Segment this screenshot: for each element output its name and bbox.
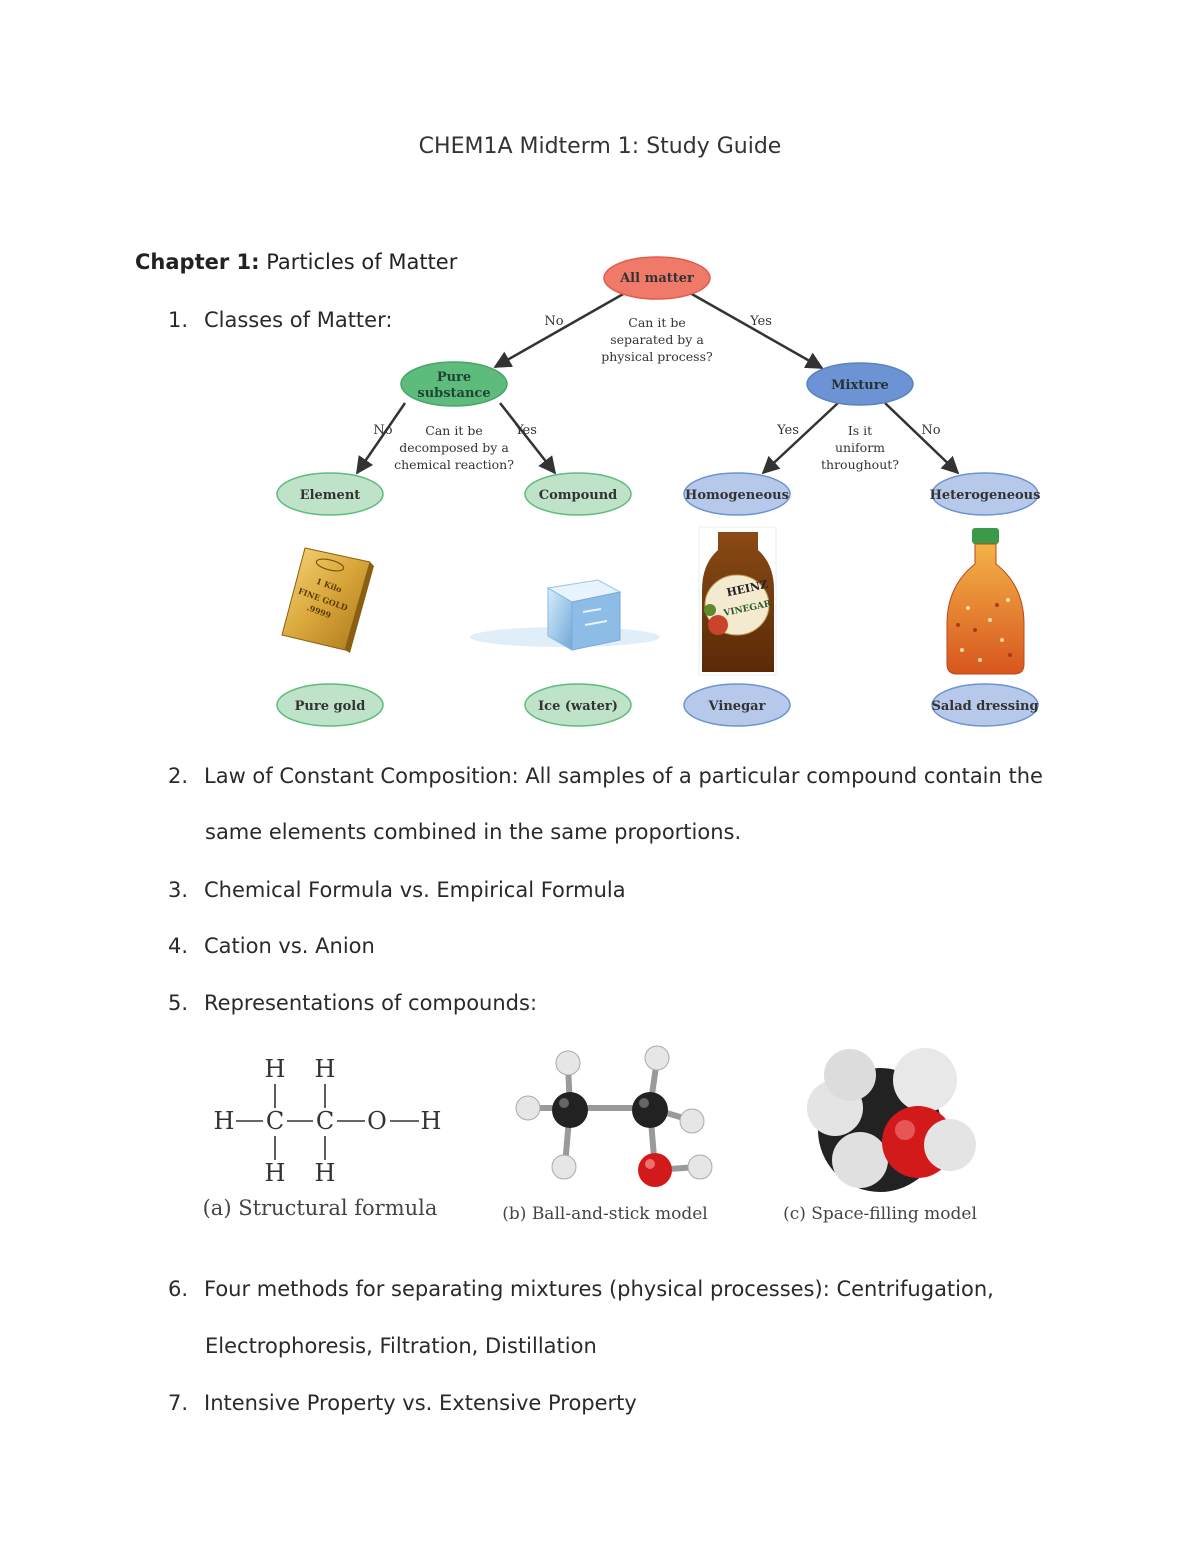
svg-text:Mixture: Mixture [831, 378, 889, 393]
svg-text:C: C [316, 1107, 334, 1135]
node-salad-dressing: Salad dressing [931, 683, 1039, 727]
svg-text:Vinegar: Vinegar [708, 699, 766, 714]
item-number: 1. [168, 308, 189, 332]
list-item: 6. Four methods for separating mixtures (… [168, 1277, 994, 1301]
node-pure-gold: Pure gold [276, 683, 384, 727]
arrow-no-pure [493, 291, 626, 369]
svg-text:Homogeneous: Homogeneous [685, 488, 789, 503]
list-item: 1. Classes of Matter: [168, 308, 392, 332]
arrow-no-heterogeneous [884, 402, 960, 475]
ice-cube-image [470, 579, 660, 651]
node-element: Element [276, 472, 384, 516]
svg-text:Can it be: Can it be [425, 423, 482, 438]
page-title: CHEM1A Midterm 1: Study Guide [418, 134, 782, 159]
question-separation: Can it be separated by a physical proces… [601, 315, 713, 364]
item-continuation: same elements combined in the same propo… [205, 820, 742, 844]
vinegar-bottle-image: HEINZ VINEGAR [698, 526, 777, 676]
node-vinegar: Vinegar [683, 683, 791, 727]
svg-text:substance: substance [417, 386, 490, 401]
svg-text:All matter: All matter [619, 271, 694, 286]
svg-text:Element: Element [300, 488, 361, 503]
arrow-yes-compound [499, 402, 557, 475]
svg-text:uniform: uniform [835, 440, 885, 455]
structural-formula: H H H C C O H H H [214, 1055, 442, 1187]
svg-text:Compound: Compound [539, 488, 618, 503]
item-number: 7. [168, 1391, 189, 1415]
node-compound: Compound [524, 472, 632, 516]
item-number: 6. [168, 1277, 189, 1301]
svg-text:O: O [367, 1107, 387, 1135]
list-item: 3. Chemical Formula vs. Empirical Formula [168, 878, 626, 902]
node-ice-water: Ice (water) [524, 683, 632, 727]
svg-text:Salad dressing: Salad dressing [931, 699, 1038, 714]
svg-text:H: H [265, 1055, 286, 1083]
chapter-number: Chapter 1: [135, 250, 260, 274]
item-number: 5. [168, 991, 189, 1015]
label-no: No [921, 423, 940, 438]
question-uniformity: Is it uniform throughout? [821, 423, 899, 472]
item-number: 4. [168, 934, 189, 958]
label-no: No [373, 423, 392, 438]
arrow-no-element [355, 402, 407, 475]
svg-text:Pure gold: Pure gold [295, 699, 366, 714]
svg-text:decomposed by a: decomposed by a [399, 440, 509, 455]
caption-structural: (a) Structural formula [203, 1196, 438, 1220]
svg-text:H: H [315, 1055, 336, 1083]
label-yes: Yes [776, 423, 799, 438]
space-filling-model [807, 1048, 976, 1192]
list-item: 4. Cation vs. Anion [168, 934, 375, 958]
item-text: Classes of Matter: [204, 308, 393, 332]
gold-bar-image: 1 Kilo FINE GOLD .9999 [281, 547, 374, 653]
item-number: 2. [168, 764, 189, 788]
label-no: No [544, 314, 563, 329]
svg-text:Is it: Is it [848, 423, 872, 438]
svg-text:C: C [266, 1107, 284, 1135]
node-pure-substance: Pure substance [400, 361, 508, 407]
list-item: 2. Law of Constant Composition: All sampl… [168, 764, 1043, 788]
item-text: Chemical Formula vs. Empirical Formula [204, 878, 626, 902]
node-mixture: Mixture [806, 362, 914, 406]
item-text: Representations of compounds: [204, 991, 538, 1015]
label-yes: Yes [749, 314, 772, 329]
svg-text:Can it be: Can it be [628, 315, 685, 330]
svg-text:H: H [214, 1107, 235, 1135]
arrow-yes-mixture [689, 291, 824, 370]
label-yes: Yes [514, 423, 537, 438]
arrow-yes-homogeneous [761, 402, 839, 475]
item-text: Cation vs. Anion [204, 934, 375, 958]
node-heterogeneous: Heterogeneous [930, 472, 1041, 516]
item-number: 3. [168, 878, 189, 902]
salad-dressing-bottle-image [946, 528, 1025, 675]
node-all-matter: All matter [603, 256, 711, 300]
svg-text:chemical reaction?: chemical reaction? [394, 457, 514, 472]
svg-text:throughout?: throughout? [821, 457, 899, 472]
matter-classification-diagram: No Yes No Yes Yes No Can it be separated… [276, 256, 1041, 727]
ball-and-stick-model [515, 1045, 713, 1187]
chapter-title: Particles of Matter [259, 250, 458, 274]
item-continuation: Electrophoresis, Filtration, Distillatio… [205, 1334, 597, 1358]
svg-text:physical process?: physical process? [601, 349, 713, 364]
item-text: Four methods for separating mixtures (ph… [204, 1277, 994, 1301]
svg-text:Pure: Pure [437, 370, 471, 385]
item-text: Law of Constant Composition: All samples… [204, 764, 1043, 788]
list-item: 5. Representations of compounds: [168, 991, 537, 1015]
svg-text:H: H [265, 1159, 286, 1187]
svg-text:Heterogeneous: Heterogeneous [930, 488, 1041, 503]
svg-text:H: H [315, 1159, 336, 1187]
chapter-heading: Chapter 1: Particles of Matter [135, 250, 457, 274]
item-text: Intensive Property vs. Extensive Propert… [204, 1391, 637, 1415]
question-decomposition: Can it be decomposed by a chemical react… [394, 423, 514, 472]
svg-text:Ice (water): Ice (water) [538, 699, 618, 714]
svg-text:H: H [421, 1107, 442, 1135]
compound-representations: H H H C C O H H H (a) Structural formula [203, 1045, 977, 1224]
svg-text:separated by a: separated by a [610, 332, 704, 347]
list-item: 7. Intensive Property vs. Extensive Prope… [168, 1391, 637, 1415]
caption-space-filling: (c) Space-filling model [783, 1204, 977, 1224]
node-homogeneous: Homogeneous [683, 472, 791, 516]
caption-ball-and-stick: (b) Ball-and-stick model [502, 1204, 707, 1224]
